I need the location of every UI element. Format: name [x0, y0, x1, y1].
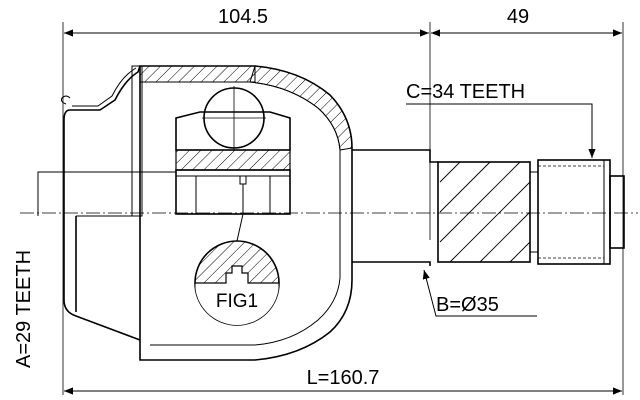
inner-spline-leader — [37, 171, 176, 216]
shaft — [352, 149, 625, 266]
housing-bell — [139, 65, 353, 361]
outer-spline-leader — [406, 103, 596, 158]
inner-race — [175, 86, 291, 242]
outer-spline-label: C=34 TEETH — [406, 81, 525, 103]
outer-spline-hatch — [439, 161, 531, 263]
shaft-diameter-leader — [422, 269, 537, 317]
dimension-top-right: 49 — [507, 6, 529, 28]
total-length-label: L=160.7 — [307, 367, 380, 389]
boot-section — [61, 65, 143, 341]
inner-spline-label: A=29 TEETH — [13, 250, 35, 368]
fig1-label: FIG1 — [216, 291, 258, 312]
extension-lines — [62, 22, 624, 395]
fig1-detail-circle — [194, 240, 280, 326]
shaft-diameter-label: B=Ø35 — [436, 294, 499, 316]
dimension-top-left: 104.5 — [218, 6, 268, 28]
